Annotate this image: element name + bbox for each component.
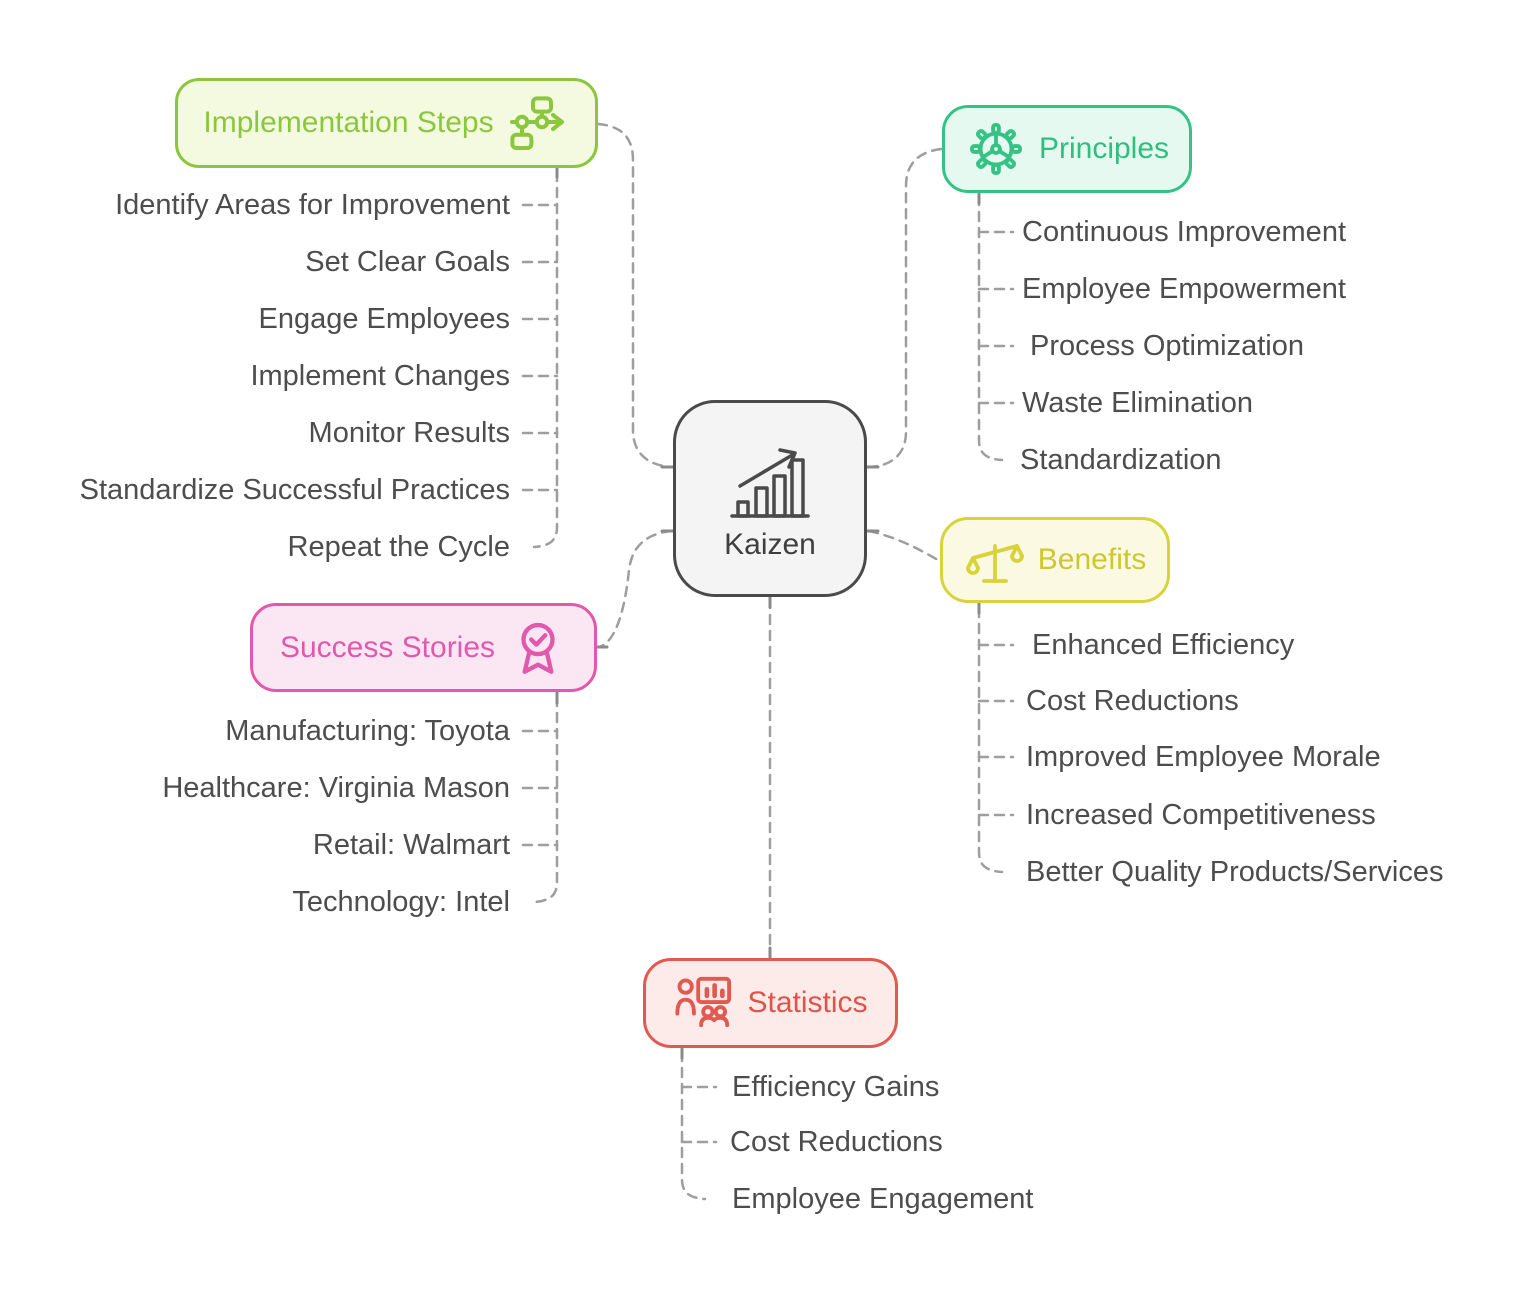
list-item: Repeat the Cycle	[287, 531, 510, 563]
edge-kaizen-success	[597, 529, 673, 649]
branch-label-success-stories: Success Stories	[279, 630, 496, 664]
branch-label-statistics: Statistics	[747, 986, 868, 1019]
list-item: Standardize Successful Practices	[79, 474, 510, 506]
list-item: Monitor Results	[308, 417, 510, 449]
list-item: Identify Areas for Improvement	[115, 189, 510, 221]
spine-success	[532, 695, 559, 904]
presentation-chart-icon	[673, 975, 735, 1031]
spine-benefits	[977, 606, 1004, 874]
list-item: Increased Competitiveness	[1026, 799, 1376, 831]
branch-node-principles: Principles	[942, 105, 1192, 193]
list-item: Process Optimization	[1030, 330, 1304, 362]
growth-chart-icon	[724, 444, 816, 524]
branch-node-statistics: Statistics	[643, 958, 898, 1048]
list-item: Employee Engagement	[732, 1183, 1034, 1215]
list-item: Cost Reductions	[730, 1126, 943, 1158]
gear-icon	[965, 118, 1027, 180]
list-item: Technology: Intel	[292, 886, 510, 918]
list-item: Efficiency Gains	[732, 1071, 940, 1103]
spine-implementation	[532, 170, 559, 549]
list-item: Cost Reductions	[1026, 685, 1239, 717]
branch-label-principles: Principles	[1038, 132, 1170, 165]
edge-implementation-kaizen	[596, 122, 673, 469]
list-item: Manufacturing: Toyota	[225, 715, 510, 747]
list-item: Better Quality Products/Services	[1026, 856, 1444, 888]
branch-label-implementation-steps: Implementation Steps	[203, 106, 494, 139]
branch-node-benefits: Benefits	[940, 517, 1170, 603]
list-item: Engage Employees	[258, 303, 511, 335]
list-item: Enhanced Efficiency	[1032, 629, 1295, 661]
list-item: Improved Employee Morale	[1026, 741, 1381, 773]
list-item: Employee Empowerment	[1022, 273, 1346, 305]
list-item: Waste Elimination	[1022, 387, 1254, 419]
list-item: Implement Changes	[250, 360, 510, 392]
scales-icon	[964, 531, 1026, 589]
list-item: Set Clear Goals	[305, 246, 510, 278]
award-medal-icon	[509, 619, 567, 677]
branch-node-implementation-steps: Implementation Steps	[175, 78, 598, 168]
branch-node-success-stories: Success Stories	[250, 603, 597, 692]
workflow-icon	[508, 96, 570, 150]
spine-principles	[977, 194, 1004, 462]
center-node-kaizen: Kaizen	[673, 400, 867, 597]
list-item: Continuous Improvement	[1022, 216, 1346, 248]
spine-statistics	[680, 1050, 707, 1201]
edge-principles-kaizen	[867, 147, 943, 469]
branch-label-benefits: Benefits	[1037, 543, 1147, 576]
list-item: Retail: Walmart	[312, 829, 510, 861]
list-item: Healthcare: Virginia Mason	[162, 772, 510, 804]
edge-kaizen-benefits	[867, 529, 940, 562]
list-item: Standardization	[1020, 444, 1222, 476]
center-node-label: Kaizen	[724, 527, 816, 561]
